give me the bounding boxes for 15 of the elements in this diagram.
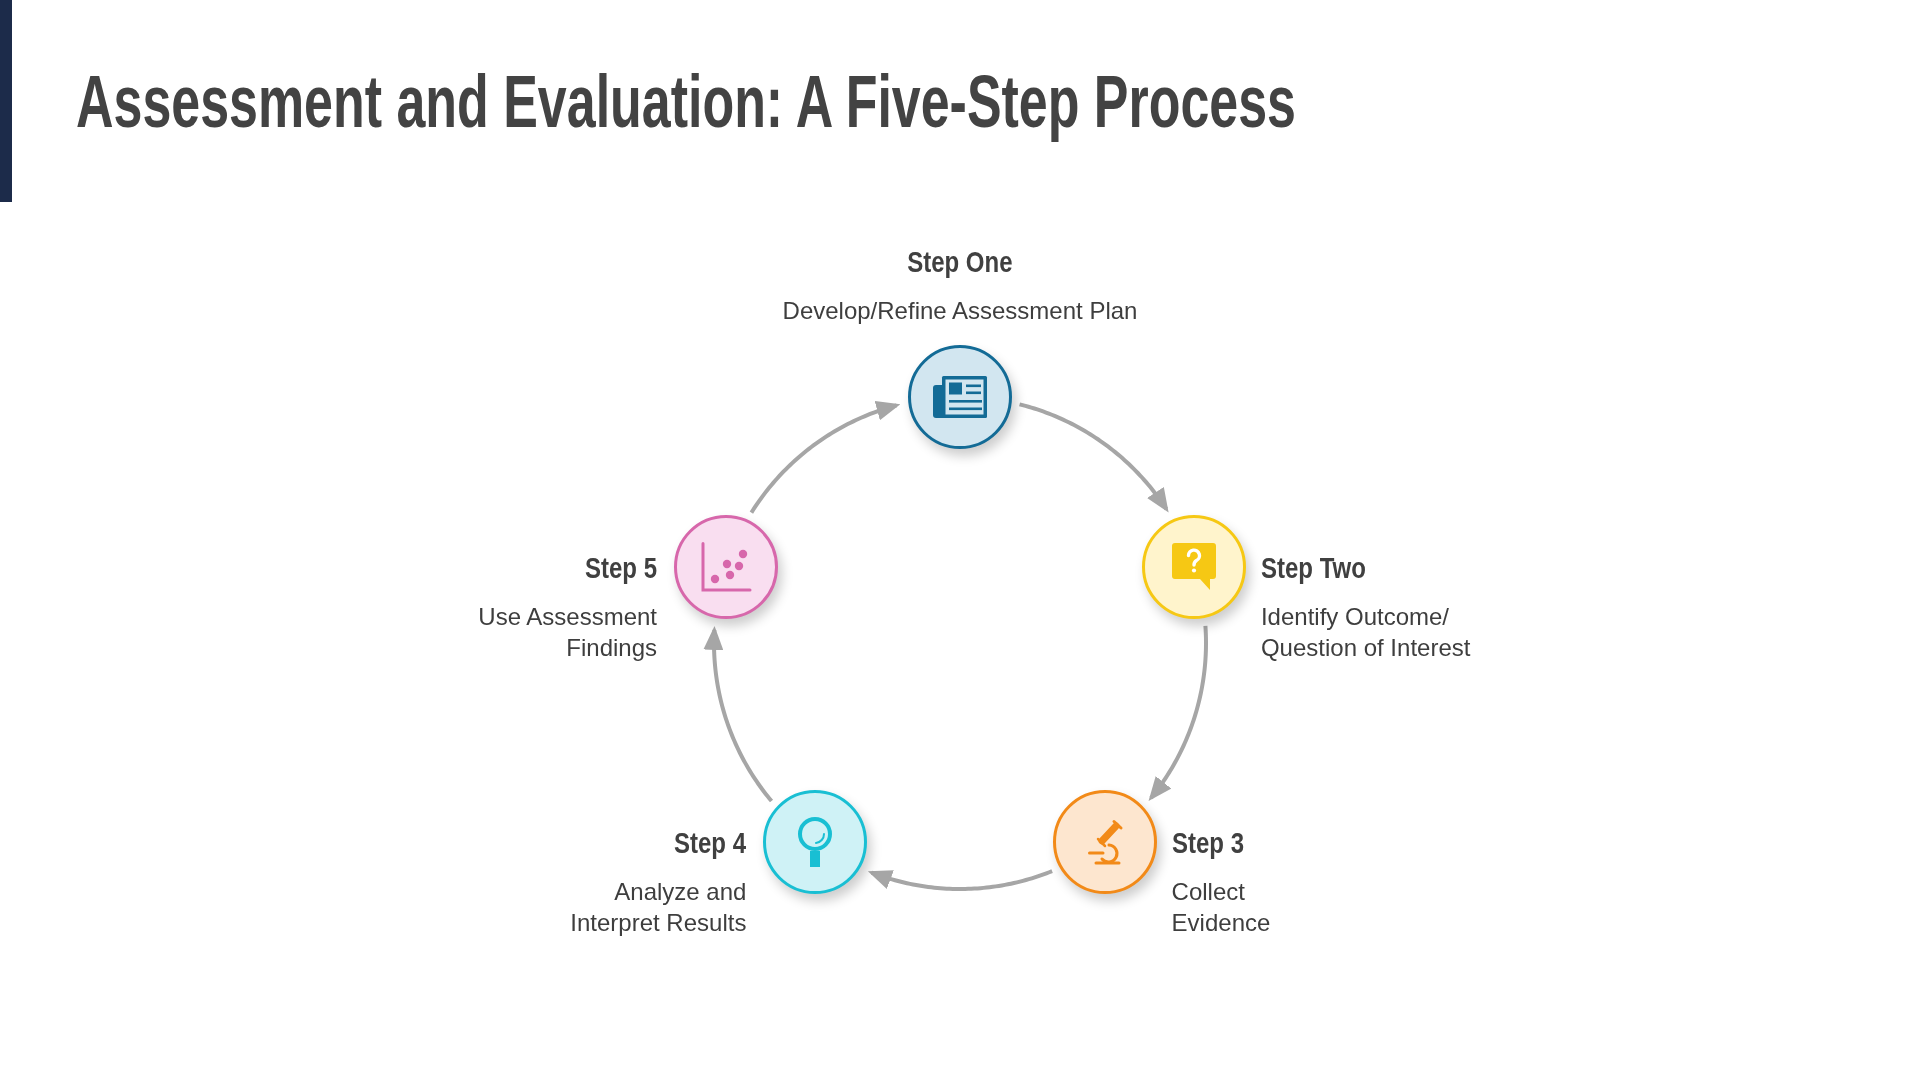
step-description: Develop/Refine Assessment Plan: [782, 296, 1138, 326]
cycle-arrow: [867, 869, 1053, 891]
step-description: Use Assessment Findings: [477, 601, 658, 663]
cycle-arrow: [1019, 402, 1169, 513]
step-description: Collect Evidence: [1171, 877, 1272, 938]
step-description: Identify Outcome/ Question of Interest: [1260, 601, 1472, 663]
step-heading: Step Two: [1260, 549, 1366, 586]
step-heading: Step One: [907, 244, 1013, 280]
step-heading: Step 3: [1171, 825, 1244, 861]
cycle-arrow: [703, 625, 774, 803]
step-heading: Step 5: [585, 549, 658, 586]
cycle-arrow: [749, 400, 901, 514]
step-description: Analyze and Interpret Results: [569, 877, 747, 938]
cycle-arrow: [1148, 625, 1208, 802]
step-heading: Step 4: [674, 825, 747, 861]
